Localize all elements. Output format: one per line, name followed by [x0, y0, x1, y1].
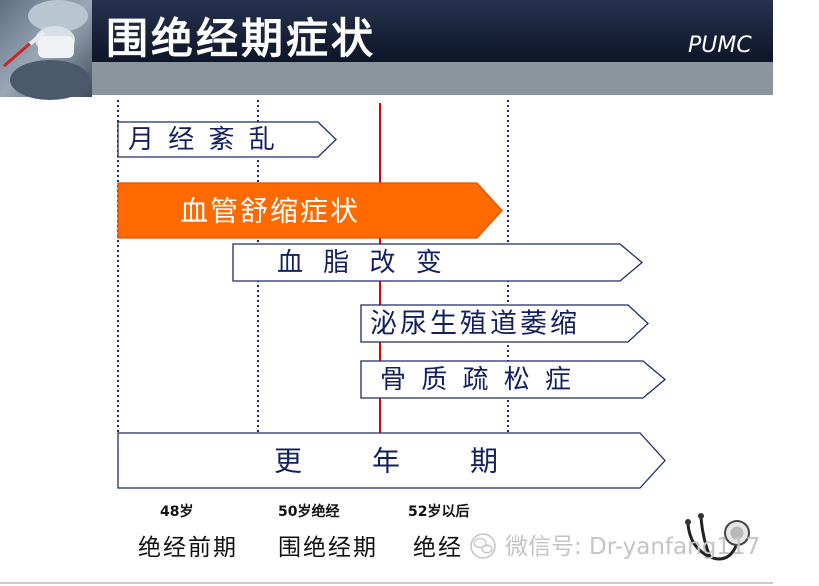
phase-label: 围绝经期 [278, 535, 378, 561]
symptom-arrow-osteoporosis: 骨 质 疏 松 症 [360, 360, 667, 399]
climacteric-char: 更 [274, 445, 302, 478]
brand-label: PUMC [688, 33, 752, 58]
stethoscope-icon [685, 513, 750, 561]
subheader-bar [92, 62, 773, 95]
phase-labels: 绝经前期 围绝经期 绝经 [138, 535, 463, 561]
watermark: 微信号: Dr-yanfang117 [470, 533, 760, 560]
arrow-shape [117, 432, 666, 489]
header-photo [0, 0, 92, 100]
wechat-icon [470, 533, 496, 559]
phase-label: 绝经 [413, 535, 463, 561]
climacteric-char: 年 [372, 445, 400, 478]
header: 围绝经期症状 PUMC [0, 0, 773, 100]
age-label: 50岁绝经 [278, 503, 339, 520]
arrow-shape [360, 304, 649, 343]
climacteric-char: 期 [470, 445, 498, 478]
arrow-label: 血 脂 改 变 [277, 248, 448, 278]
symptom-arrow-menstrual: 月 经 紊 乱 [117, 121, 337, 158]
age-markers: 48岁 50岁绝经 52岁以后 [160, 503, 469, 520]
arrow-shape [232, 243, 644, 282]
age-label: 52岁以后 [408, 503, 469, 520]
arrow-label: 月 经 紊 乱 [128, 125, 278, 155]
arrow-label: 骨 质 疏 松 症 [380, 365, 575, 395]
age-label: 48岁 [160, 503, 193, 520]
arrow-shape [117, 182, 503, 239]
symptom-arrow-vasomotor: 血管舒缩症状 [117, 182, 503, 239]
header-bar [0, 0, 773, 62]
page-title: 围绝经期症状 [106, 14, 376, 63]
arrow-shape [117, 121, 337, 158]
symptom-arrow-lipid: 血 脂 改 变 [232, 243, 644, 282]
watermark-text: 微信号: Dr-yanfang117 [505, 534, 760, 560]
climacteric-arrow: 更 年 期 [117, 432, 666, 489]
arrow-shape [360, 360, 667, 399]
phase-label: 绝经前期 [138, 535, 238, 561]
arrow-label: 泌尿生殖道萎缩 [370, 309, 580, 340]
arrow-label: 血管舒缩症状 [180, 195, 360, 228]
symptom-arrow-urogenital: 泌尿生殖道萎缩 [360, 304, 649, 343]
